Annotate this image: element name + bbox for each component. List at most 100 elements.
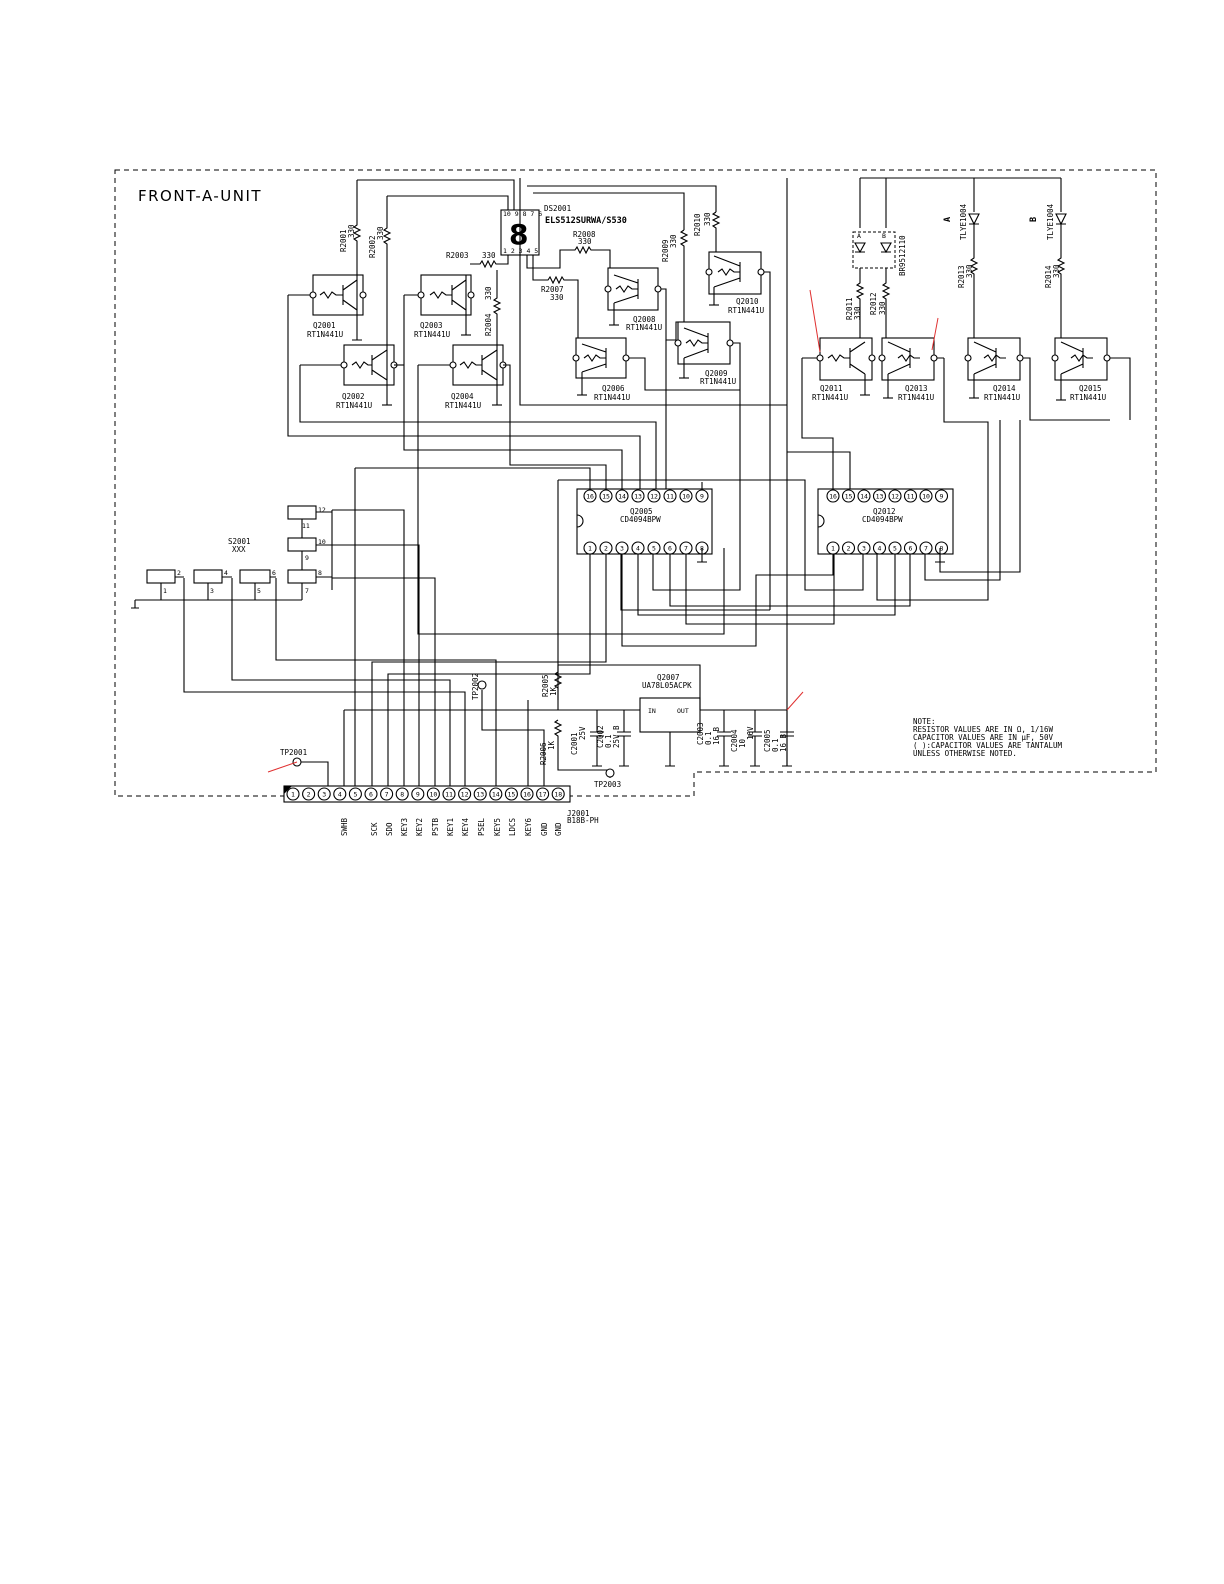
j2001-pin-label: 5 <box>353 791 357 799</box>
svg-text:B18B-PH: B18B-PH <box>567 816 599 825</box>
svg-text:3: 3 <box>210 587 214 595</box>
svg-text:R2002: R2002 <box>368 235 377 258</box>
transistor-q2004: Q2004 RT1N441U <box>418 344 507 410</box>
q2012-bottom-pin-label: 6 <box>909 545 913 553</box>
svg-text:BR9512110: BR9512110 <box>898 235 907 276</box>
svg-text:R2007: R2007 <box>541 285 564 294</box>
q2012-top-pin-label: 13 <box>876 493 884 501</box>
svg-text:R2004: R2004 <box>484 313 493 336</box>
j2001-pin-label: 8 <box>400 791 404 799</box>
svg-text:RESISTOR VALUES ARE IN Ω, 1/16: RESISTOR VALUES ARE IN Ω, 1/16W <box>913 725 1053 734</box>
svg-text:RT1N441U: RT1N441U <box>445 401 481 410</box>
svg-text:B: B <box>1029 217 1039 222</box>
q2005-bottom-pin <box>663 541 677 555</box>
svg-text:RT1N441U: RT1N441U <box>594 393 630 402</box>
q2005-top-pin <box>647 489 661 503</box>
capacitor-c2001: C2001 25V <box>570 710 604 767</box>
svg-text:A: A <box>943 217 953 222</box>
j2001-pin-label: 6 <box>369 791 373 799</box>
j2001-pin <box>333 787 347 801</box>
j2001-pin <box>411 787 425 801</box>
svg-text:RT1N441U: RT1N441U <box>700 377 736 386</box>
q2005-top-pin <box>615 489 629 503</box>
switch-key-12 <box>287 505 317 520</box>
j2001-signal-label: PSTB <box>431 817 440 836</box>
regulator-q2007: Q2007 UA78L05ACPK IN OUT <box>558 664 701 767</box>
svg-text:R2005: R2005 <box>541 674 550 697</box>
svg-text:C2004: C2004 <box>730 729 739 752</box>
j2001-pin <box>536 787 550 801</box>
q2005-top-pin <box>679 489 693 503</box>
svg-text:12: 12 <box>318 506 326 514</box>
svg-text:R2006: R2006 <box>539 742 548 765</box>
svg-text:UA78L05ACPK: UA78L05ACPK <box>642 681 692 690</box>
svg-text:C2003: C2003 <box>696 722 705 745</box>
q2012-bottom-pin-label: 5 <box>893 545 897 553</box>
q2012-top-pin <box>934 489 949 503</box>
q2005-top-pin-label: 15 <box>602 493 610 501</box>
j2001-pin <box>364 787 378 801</box>
svg-text:TP2002: TP2002 <box>471 673 480 700</box>
svg-text:330: 330 <box>703 212 712 226</box>
q2005-bottom-pin-label: 1 <box>588 545 592 553</box>
transistor-q2014: Q2014 RT1N441U <box>964 337 1110 421</box>
svg-text:RT1N441U: RT1N441U <box>336 401 372 410</box>
svg-text:16V: 16V <box>746 726 755 740</box>
j2001-pin <box>473 787 487 801</box>
q2005-bottom-pin-label: 4 <box>636 545 640 553</box>
j2001-pin-label: 11 <box>445 791 453 799</box>
q2012-top-pin <box>841 489 856 503</box>
resistor-r2009: R2009 330 <box>661 229 689 322</box>
q2012-top-pin-label: 12 <box>891 493 899 501</box>
svg-text:TLYE1004: TLYE1004 <box>959 203 968 240</box>
svg-text:330: 330 <box>669 234 678 248</box>
q2012-bottom-pin <box>872 541 887 555</box>
j2001-pin <box>442 787 456 801</box>
q2005-bottom-pin <box>615 541 629 555</box>
svg-text:TP2001: TP2001 <box>280 748 307 757</box>
capacitor-c2004: C2004 10 16V <box>730 710 762 767</box>
svg-text:0.1: 0.1 <box>704 731 713 745</box>
svg-text:Q2006: Q2006 <box>602 384 625 393</box>
svg-text:R2001: R2001 <box>339 229 348 252</box>
j2001-signal-label: PSEL <box>477 817 486 836</box>
j2001-pin <box>489 787 503 801</box>
svg-text:Q2001: Q2001 <box>313 321 336 330</box>
svg-text:25V: 25V <box>578 726 587 740</box>
switch-key-2 <box>146 569 176 584</box>
resistor-r2014: R2014 330 <box>1044 232 1066 338</box>
svg-text:R2011: R2011 <box>845 297 854 320</box>
switch-key-4 <box>193 569 223 584</box>
svg-text:C2001: C2001 <box>570 732 579 755</box>
svg-text:RT1N441U: RT1N441U <box>626 323 662 332</box>
j2001-signal-label: KEY3 <box>400 818 409 836</box>
svg-text:6: 6 <box>272 569 276 577</box>
q2005-top-pin-label: 16 <box>586 493 594 501</box>
led-d2002: A TLYE1004 <box>943 203 980 240</box>
j2001-signal-label: KEY2 <box>415 818 424 836</box>
svg-text:R2010: R2010 <box>693 213 702 236</box>
svg-text:10 9 8 7 6: 10 9 8 7 6 <box>503 210 542 218</box>
q2012-top-pin-label: 10 <box>922 493 930 501</box>
svg-text:C2005: C2005 <box>763 729 772 752</box>
svg-text:8: 8 <box>318 569 322 577</box>
red-annotation-marks <box>267 289 939 773</box>
svg-text:A: A <box>857 232 861 240</box>
q2005-bottom-pin <box>599 541 613 555</box>
svg-text:R2013: R2013 <box>957 265 966 288</box>
q2005-top-pin <box>583 489 597 503</box>
svg-text:RT1N441U: RT1N441U <box>1070 393 1106 402</box>
resistor-r2004: R2004 330 <box>484 270 502 345</box>
j2001-pin-label: 18 <box>554 791 562 799</box>
j2001-pin-label: 12 <box>461 791 469 799</box>
svg-text:10: 10 <box>318 538 326 546</box>
svg-text:Q2005: Q2005 <box>630 507 653 516</box>
q2012-top-pin <box>872 489 887 503</box>
svg-text:B: B <box>882 232 886 240</box>
j2001-pin <box>395 787 409 801</box>
resistor-r2001: R2001 330 <box>339 180 362 290</box>
svg-text:CD4094BPW: CD4094BPW <box>862 515 903 524</box>
svg-text:IN: IN <box>648 707 656 715</box>
